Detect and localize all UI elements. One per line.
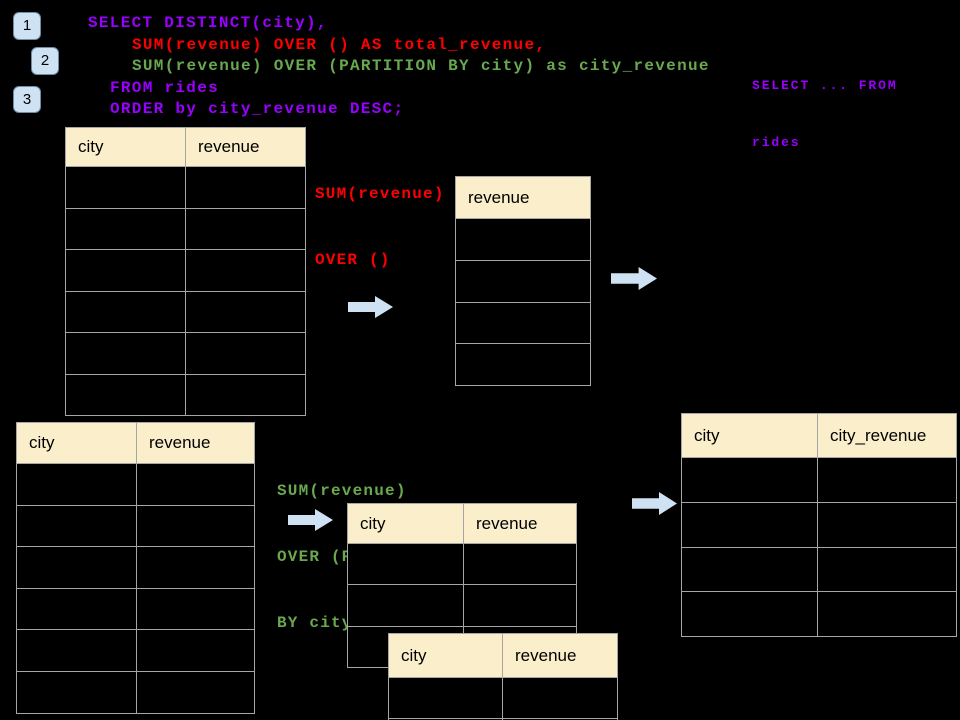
empty-cell bbox=[464, 585, 577, 627]
empty-cell bbox=[818, 458, 957, 503]
annotation-partition-line-1: SUM(revenue) bbox=[277, 482, 407, 500]
empty-cell bbox=[137, 671, 255, 714]
side-note-line-2: rides bbox=[752, 135, 801, 150]
empty-cell bbox=[389, 678, 503, 719]
empty-cell bbox=[818, 547, 957, 593]
column-header-city: city bbox=[682, 414, 818, 458]
empty-cell bbox=[137, 547, 255, 589]
empty-cell bbox=[66, 374, 186, 416]
annotation-total-line-2: OVER () bbox=[315, 251, 391, 269]
empty-cell bbox=[186, 250, 306, 292]
empty-cell bbox=[464, 544, 577, 586]
flow-arrow-right-icon bbox=[632, 492, 677, 515]
empty-cell bbox=[456, 344, 591, 387]
empty-cell bbox=[348, 544, 464, 586]
empty-cell bbox=[456, 260, 591, 303]
empty-cell bbox=[682, 547, 818, 593]
empty-cell bbox=[818, 502, 957, 548]
column-header-city: city bbox=[348, 504, 464, 544]
column-header-city_revenue: city_revenue bbox=[818, 414, 957, 458]
empty-cell bbox=[186, 167, 306, 209]
column-header-city: city bbox=[66, 128, 186, 167]
sql-line-select: SELECT DISTINCT(city), bbox=[88, 14, 328, 32]
empty-cell bbox=[66, 250, 186, 292]
flow-arrow-right-icon bbox=[611, 267, 657, 290]
sql-line-from: FROM rides bbox=[110, 79, 220, 97]
empty-cell bbox=[17, 588, 137, 631]
empty-cell bbox=[186, 291, 306, 333]
empty-cell bbox=[503, 678, 618, 719]
empty-cell bbox=[682, 592, 818, 638]
empty-cell bbox=[456, 302, 591, 345]
step-badge-1: 1 bbox=[13, 12, 41, 40]
step-badge-2: 2 bbox=[31, 47, 59, 75]
empty-cell bbox=[17, 547, 137, 589]
column-header-revenue: revenue bbox=[464, 504, 577, 544]
empty-cell bbox=[186, 333, 306, 375]
empty-cell bbox=[66, 208, 186, 250]
empty-cell bbox=[682, 458, 818, 503]
empty-cell bbox=[137, 630, 255, 672]
sql-line-total-revenue: SUM(revenue) OVER () AS total_revenue, bbox=[132, 36, 547, 54]
table-total-revenue: revenue bbox=[455, 176, 591, 387]
empty-cell bbox=[17, 630, 137, 672]
sql-line-partition: SUM(revenue) OVER (PARTITION BY city) as… bbox=[132, 57, 710, 75]
column-header-revenue: revenue bbox=[503, 634, 618, 678]
column-header-city: city bbox=[17, 423, 137, 464]
column-header-revenue: revenue bbox=[137, 423, 255, 464]
column-header-revenue: revenue bbox=[186, 128, 306, 167]
empty-cell bbox=[348, 585, 464, 627]
empty-cell bbox=[66, 167, 186, 209]
empty-cell bbox=[17, 464, 137, 506]
side-note-line-1: SELECT ... FROM bbox=[752, 78, 898, 93]
empty-cell bbox=[66, 291, 186, 333]
annotation-total-revenue: SUM(revenue) OVER () bbox=[315, 139, 445, 315]
empty-cell bbox=[186, 208, 306, 250]
empty-cell bbox=[456, 219, 591, 261]
step-badge-3: 3 bbox=[13, 86, 41, 113]
sql-line-order-by: ORDER by city_revenue DESC; bbox=[110, 100, 405, 118]
empty-cell bbox=[682, 502, 818, 548]
annotation-total-line-1: SUM(revenue) bbox=[315, 185, 445, 203]
column-header-city: city bbox=[389, 634, 503, 678]
empty-cell bbox=[137, 464, 255, 506]
empty-cell bbox=[186, 374, 306, 416]
empty-cell bbox=[137, 588, 255, 631]
column-header-revenue: revenue bbox=[456, 177, 591, 219]
empty-cell bbox=[818, 592, 957, 638]
empty-cell bbox=[66, 333, 186, 375]
empty-cell bbox=[17, 671, 137, 714]
empty-cell bbox=[17, 505, 137, 548]
empty-cell bbox=[137, 505, 255, 548]
side-note: SELECT ... FROM rides bbox=[752, 38, 898, 190]
